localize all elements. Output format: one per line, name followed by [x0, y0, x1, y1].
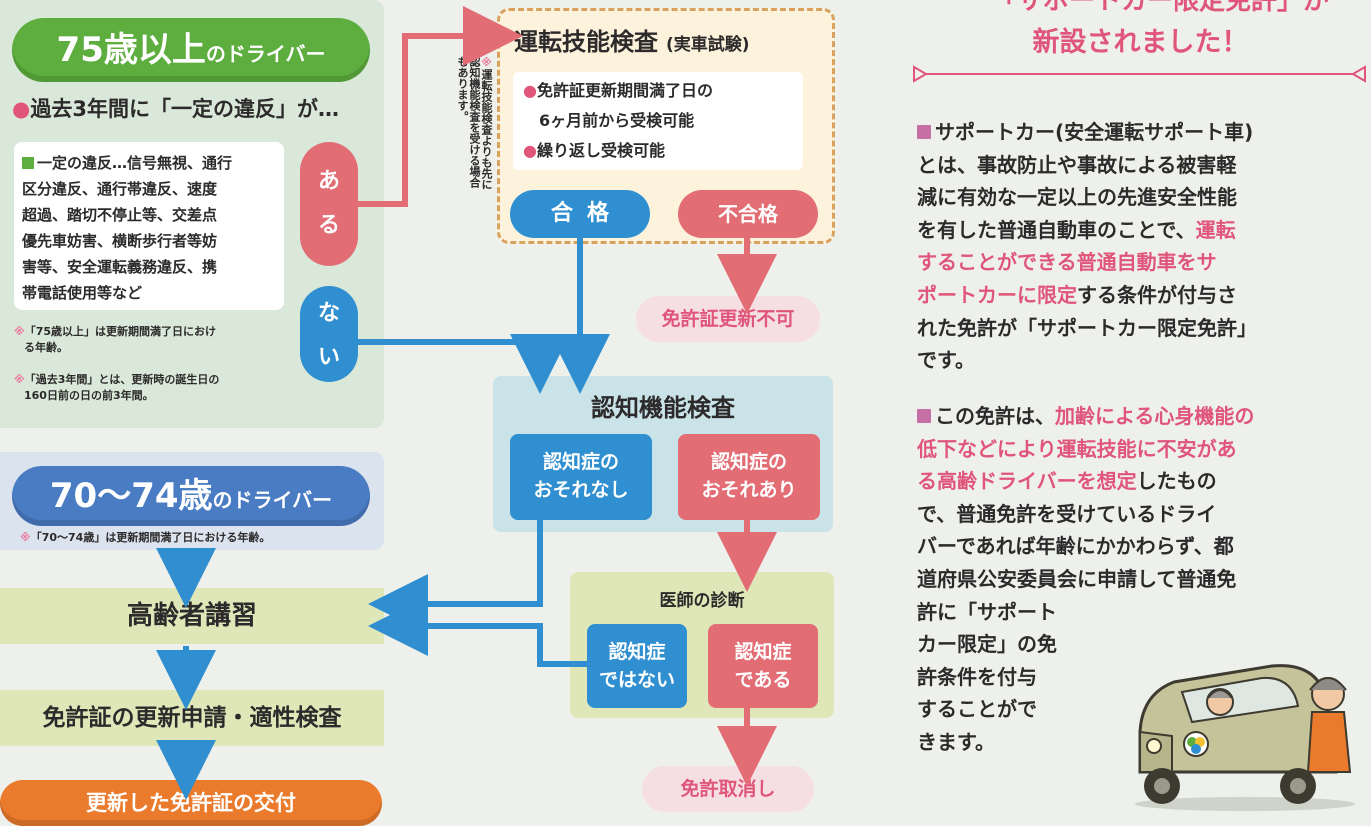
paragraph-line: れた免許が「サポートカー限定免許」 [917, 312, 1367, 345]
cognitive-test-title: 認知機能検査 [591, 394, 735, 422]
violation-line: 帯電話使用等など [22, 284, 143, 302]
license-paragraph: この免許は、加齢による心身機能の低下などにより運転技能に不安がある高齢ドライバー… [917, 400, 1367, 759]
not-dementia: 認知症 ではない [587, 624, 687, 708]
paragraph-line: カー限定」の免 [917, 628, 1367, 661]
driver-label: のドライバー [212, 488, 333, 512]
age-70-label: 70〜74歳 [49, 476, 213, 516]
nai-char: い [317, 345, 340, 370]
body-text: 道府県公安委員会に申請して普通免 [917, 566, 1237, 591]
body-text: 許条件を付与 [917, 664, 1037, 689]
body-text: きます。 [917, 729, 995, 754]
violation-line: 優先車妨害、横断歩行者等妨 [22, 232, 218, 250]
paragraph-line: で、普通免許を受けているドライ [917, 498, 1367, 531]
no-dementia-risk: 認知症の おそれなし [510, 434, 652, 520]
age-75-pill: 75歳以上のドライバー [12, 18, 370, 82]
past3-heading: ●過去3年間に「一定の違反」が… [12, 94, 339, 124]
highlight-text: る高齢ドライバーを想定 [917, 469, 1137, 494]
nai-pill: な い [300, 286, 358, 382]
paragraph-line: この免許は、加齢による心身機能の [917, 400, 1367, 433]
headline: 新設されました！ [1032, 27, 1249, 58]
note-70: ※「70〜74歳」は更新期間満了日における年齢。 [20, 531, 271, 544]
paragraph-line: 減に有効な一定以上の先進安全性能 [917, 181, 1367, 214]
body-text: 減に有効な一定以上の先進安全性能 [917, 185, 1237, 210]
support-car-paragraph: サポートカー(安全運転サポート車) とは、事故防止や事故による被害軽減に有効な一定… [917, 116, 1367, 377]
highlight-text: することができる普通自動車をサ [917, 250, 1217, 275]
violation-box: 一定の違反…信号無視、通行 区分違反、通行帯違反、速度 超過、踏切不停止等、交差… [14, 142, 284, 310]
highlight-text: 運転 [1195, 217, 1236, 242]
green-square-icon [22, 157, 34, 169]
highlight-text: 低下などにより運転技能に不安があ [917, 436, 1237, 461]
paragraph-line: とは、事故防止や事故による被害軽 [917, 149, 1367, 182]
note-past3: ※「過去3年間」とは、更新時の誕生日の 160日前の日の前3年間。 [14, 373, 220, 402]
arrow-not-dementia-to-course [368, 596, 587, 667]
past3-heading-text: 過去3年間に「一定の違反」が… [30, 97, 339, 121]
paragraph-line: 許に「サポート [917, 596, 1367, 629]
body-text: で、普通免許を受けているドライ [917, 501, 1217, 526]
body-text: とは、事故防止や事故による被害軽 [917, 152, 1237, 177]
driving-test-title: 運転技能検査(実車試験) [514, 28, 750, 56]
body-text: サポートカー(安全運転サポート車) [935, 120, 1254, 144]
paragraph-line: る高齢ドライバーを想定したもの [917, 465, 1367, 498]
pass-pill: 合格 [510, 190, 650, 238]
nai-char: な [317, 301, 340, 326]
violation-line: 区分違反、通行帯違反、速度 [22, 180, 218, 198]
body-text: バーであれば年齢にかかわらず、都 [917, 534, 1234, 559]
car-illustration [1135, 664, 1355, 811]
body-text: することがで [917, 697, 1037, 722]
paragraph-line: バーであれば年齢にかかわらず、都 [917, 530, 1367, 563]
body-text: カー限定」の免 [917, 632, 1057, 657]
purple-square-icon [917, 125, 931, 139]
note-75: ※「75歳以上」は更新期間満了日におけ る年齢。 [14, 325, 217, 354]
body-text: 許に「サポート [917, 599, 1057, 624]
body-text: です。 [917, 348, 975, 373]
driver-label: のドライバー [205, 42, 326, 66]
is-dementia: 認知症 である [708, 624, 818, 708]
paragraph-line: きます。 [917, 726, 1367, 759]
violation-line: 害等、安全運転義務違反、携 [22, 258, 218, 276]
body-text: れた免許が「サポートカー限定免許」 [917, 315, 1257, 340]
aru-char: る [317, 213, 340, 238]
highlight-text: 加齢による心身機能の [1055, 404, 1255, 428]
divider-line [913, 65, 1366, 83]
violation-line: 一定の違反…信号無視、通行 [22, 150, 276, 176]
paragraph-line: することができる普通自動車をサ [917, 246, 1367, 279]
doctor-diagnosis-title: 医師の診断 [659, 591, 745, 611]
highlight-text: ポートカーに限定 [917, 282, 1077, 307]
vertical-note: ※運転技能検査よりも先に認知機能検査を受ける場合もあります。 [456, 56, 493, 190]
body-text: する条件が付与さ [1077, 282, 1237, 307]
dementia-risk: 認知症の おそれあり [678, 434, 820, 520]
body-text: したもの [1136, 469, 1217, 494]
age-70-pill: 70〜74歳のドライバー [12, 466, 370, 526]
arrow-nashi-to-course [368, 520, 543, 634]
aru-char: あ [317, 169, 340, 194]
paragraph-line: 低下などにより運転技能に不安があ [917, 433, 1367, 466]
arrow-nai-to-cognitive [358, 334, 570, 394]
fail-pill: 不合格 [678, 190, 818, 238]
purple-square-icon [917, 409, 931, 423]
paragraph-line: です。 [917, 344, 1367, 377]
body-text: を有した普通自動車のことで、 [917, 217, 1196, 242]
arrow-aru-to-driving [358, 6, 523, 207]
paragraph-line: サポートカー(安全運転サポート車) [917, 116, 1367, 149]
bullet-dot: ● [12, 97, 31, 121]
paragraph-line: 許条件を付与 [917, 661, 1367, 694]
driving-test-details: ●免許証更新期間満了日の 6ヶ月前から受検可能 ●繰り返し受検可能 [513, 72, 803, 170]
paragraph-line: 道府県公安委員会に申請して普通免 [917, 563, 1367, 596]
aru-pill: あ る [300, 142, 358, 266]
body-text: この免許は、 [935, 404, 1055, 428]
paragraph-line: ポートカーに限定する条件が付与さ [917, 279, 1367, 312]
violation-line: 超過、踏切不停止等、交差点 [22, 206, 218, 224]
paragraph-line: することがで [917, 693, 1367, 726]
age-75-label: 75歳以上 [56, 30, 206, 70]
headline-partial: 「サポートカー限定免許」が [990, 0, 1329, 16]
paragraph-line: を有した普通自動車のことで、運転 [917, 214, 1367, 247]
